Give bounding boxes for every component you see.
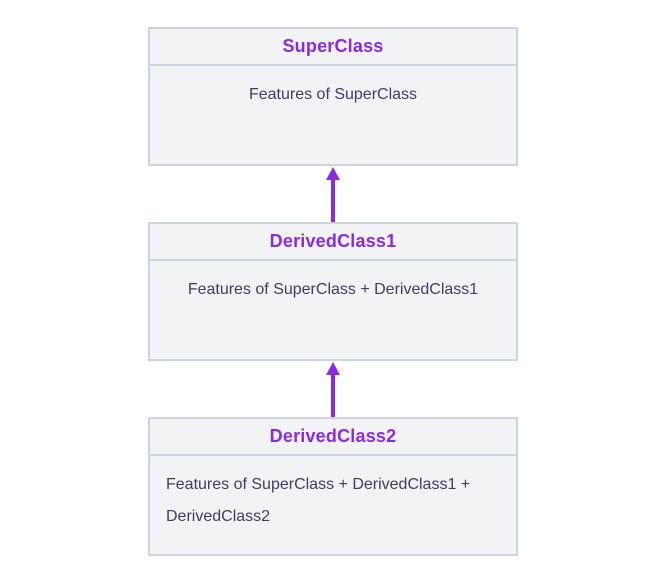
class-box-derivedclass1: DerivedClass1 Features of SuperClass + D… [148, 222, 518, 361]
class-body-superclass: Features of SuperClass [248, 86, 418, 103]
class-box-derivedclass2: DerivedClass2 Features of SuperClass + D… [148, 417, 518, 556]
arrow-up-icon [326, 362, 340, 375]
arrow-up-icon [326, 167, 340, 180]
inheritance-arrow-derivedclass2-to-derivedclass1 [326, 362, 340, 417]
class-title-derivedclass1: DerivedClass1 [150, 224, 516, 261]
class-title-superclass: SuperClass [150, 29, 516, 66]
class-body-derivedclass1: Features of SuperClass + DerivedClass1 [187, 281, 479, 298]
inheritance-arrow-derivedclass1-to-superclass [326, 167, 340, 222]
class-box-superclass: SuperClass Features of SuperClass [148, 27, 518, 166]
class-body-derivedclass2: Features of SuperClass + DerivedClass1 +… [166, 476, 471, 525]
class-title-derivedclass2: DerivedClass2 [150, 419, 516, 456]
arrow-line [331, 180, 335, 222]
arrow-line [331, 375, 335, 417]
